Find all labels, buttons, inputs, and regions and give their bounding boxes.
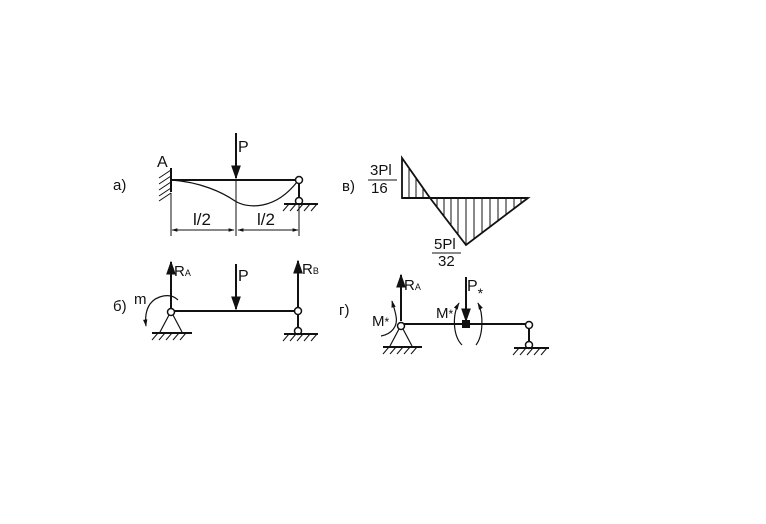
- panel-a-label: а): [113, 177, 126, 194]
- bottom-value-numerator: 5Pl: [434, 236, 456, 253]
- moment-left-label: M*: [372, 313, 390, 330]
- force-label-g: P*: [467, 278, 484, 301]
- panel-v-label: в): [342, 178, 355, 195]
- panel-b-label: б): [113, 298, 127, 315]
- dimension-lines: [170, 180, 300, 236]
- pin-support-g: [382, 321, 422, 355]
- hinge-node: [462, 320, 470, 328]
- panel-v: в) 3Pl 16 5Pl: [342, 155, 531, 270]
- segment-label-2: l/2: [257, 210, 275, 229]
- force-label-a: P: [238, 139, 249, 156]
- fixed-wall: [158, 168, 172, 202]
- force-label-b: P: [238, 268, 249, 285]
- panel-g-label: г): [339, 302, 349, 319]
- top-value-denominator: 16: [371, 180, 388, 197]
- reaction-a-label-g: RA: [404, 277, 421, 294]
- panel-a: а) A P: [113, 133, 318, 236]
- reaction-b-label: RB: [302, 261, 319, 278]
- roller-support-a: [282, 175, 318, 212]
- reaction-a-label: RA: [174, 263, 191, 280]
- moment-label: m: [134, 291, 147, 308]
- moment-diagram: [401, 155, 531, 247]
- panel-g: г) RA M* P* M*: [339, 273, 549, 356]
- bottom-value-denominator: 32: [438, 253, 455, 270]
- roller-support-b: [282, 306, 318, 342]
- segment-label-1: l/2: [193, 210, 211, 229]
- moment-arrow-left: [380, 300, 397, 337]
- pin-support-b: [151, 307, 192, 341]
- point-a-label: A: [157, 154, 168, 171]
- moment-mid-label: M*: [436, 305, 454, 322]
- top-value-numerator: 3Pl: [370, 162, 392, 179]
- moment-arrow-mid-left: [453, 302, 463, 346]
- roller-support-g: [512, 320, 549, 356]
- deflection-curve: [170, 179, 298, 207]
- moment-arrow-mid-right: [475, 302, 483, 346]
- moment-arrow-m: [143, 295, 179, 327]
- panel-b: б) RA m P RB: [113, 259, 319, 342]
